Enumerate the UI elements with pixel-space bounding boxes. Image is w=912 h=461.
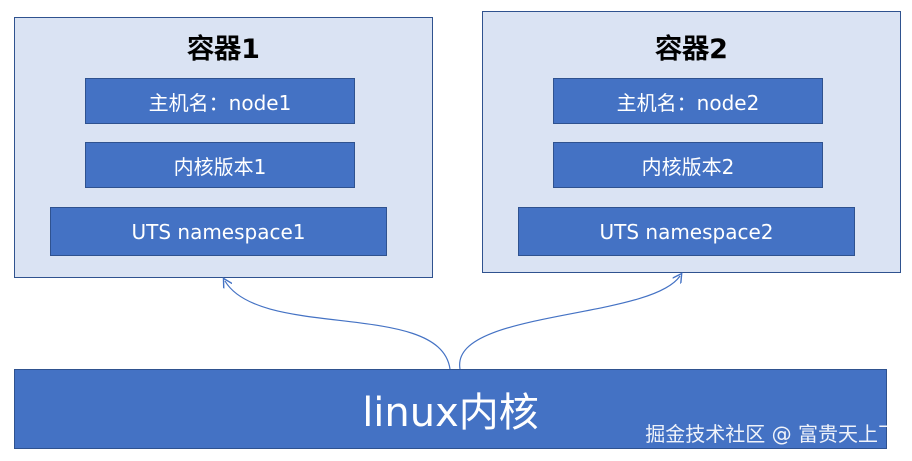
container-2-uts-namespace-box: UTS namespace2 [518,207,855,256]
linux-kernel-box: linux内核 [14,369,887,449]
arrow-to-container-1 [225,281,451,370]
container-1-hostname-box: 主机名：node1 [85,78,355,124]
container-2-kernel-version-box: 内核版本2 [553,142,823,188]
container-1-box: 容器1 主机名：node1 内核版本1 UTS namespace1 [14,17,433,278]
container-2-title: 容器2 [655,34,728,65]
container-2-box: 容器2 主机名：node2 内核版本2 UTS namespace2 [482,11,901,273]
container-1-title: 容器1 [187,34,260,65]
watermark-text: 掘金技术社区 @ 富贵天上飞 [645,422,898,446]
container-2-hostname-box: 主机名：node2 [553,78,823,124]
arrow-to-container-2 [459,276,680,370]
container-1-kernel-version-box: 内核版本1 [85,142,355,188]
container-1-uts-namespace-box: UTS namespace1 [50,207,387,256]
